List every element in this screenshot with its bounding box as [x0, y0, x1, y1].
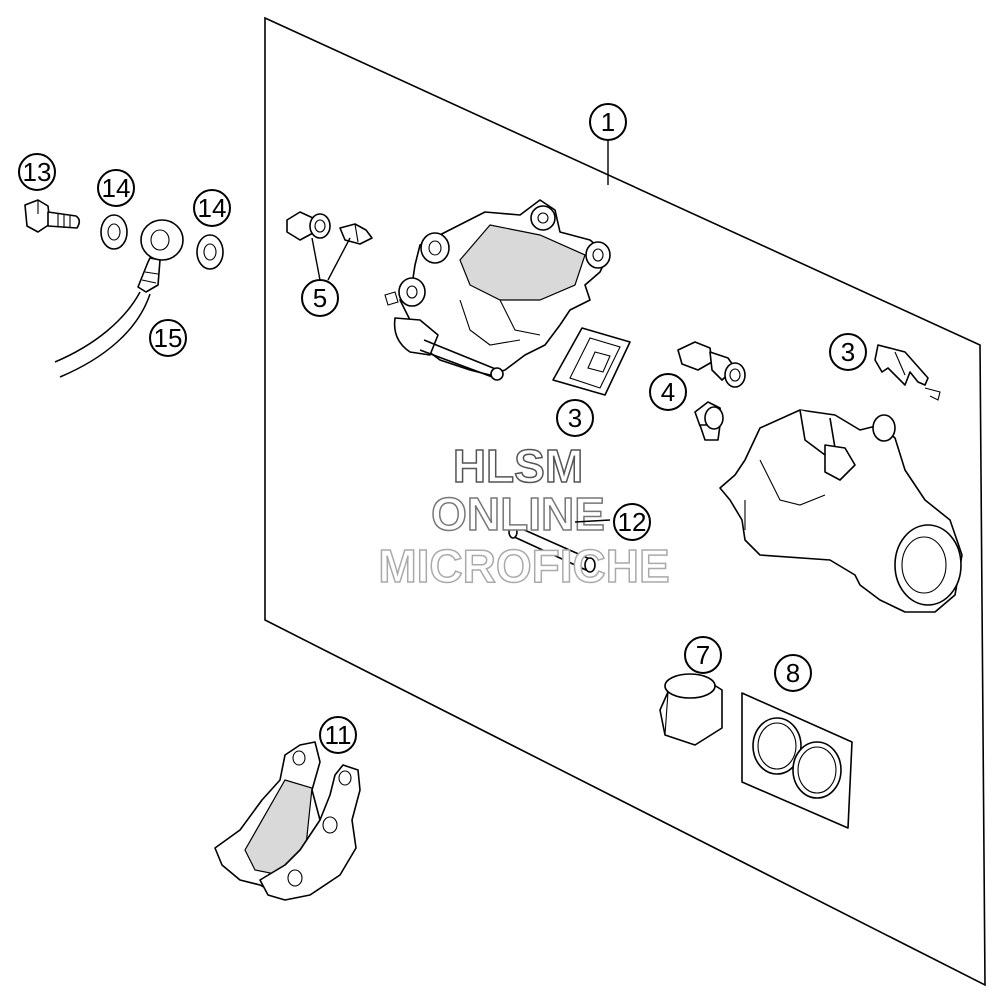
brake-caliper-body-part[interactable] [384, 199, 611, 381]
brake-pads-part[interactable] [214, 741, 361, 901]
assembly-panel [264, 16, 986, 987]
callout-5[interactable]: 5 [301, 279, 339, 317]
caliper-support-bracket-part[interactable] [719, 409, 963, 613]
callout-12[interactable]: 12 [613, 503, 651, 541]
pad-spring-part-center[interactable] [552, 327, 631, 396]
washer-part-left[interactable] [100, 214, 128, 250]
banjo-bolt-part[interactable] [24, 199, 81, 233]
callout-label-3-center: 3 [568, 403, 582, 433]
callout-13[interactable]: 13 [18, 153, 56, 191]
callout-label-15: 15 [154, 323, 183, 353]
callout-label-4: 4 [661, 377, 675, 407]
watermark: HLSM ONLINE MICROFICHE [378, 439, 671, 593]
callout-label-5: 5 [313, 283, 327, 313]
callout-14-right[interactable]: 14 [193, 189, 231, 227]
callout-7[interactable]: 7 [684, 636, 722, 674]
callout-4[interactable]: 4 [649, 373, 687, 411]
caliper-piston-part[interactable] [659, 673, 723, 746]
callout-1[interactable]: 1 [589, 103, 627, 141]
leader-lines [311, 140, 611, 523]
pad-pin-part[interactable] [508, 525, 596, 573]
callout-label-13: 13 [23, 157, 52, 187]
guide-pin-part[interactable] [677, 341, 746, 441]
callout-15[interactable]: 15 [149, 319, 187, 357]
callout-8[interactable]: 8 [774, 654, 812, 692]
callout-label-3-right: 3 [841, 337, 855, 367]
callout-label-8: 8 [786, 658, 800, 688]
callout-label-12: 12 [618, 507, 647, 537]
pad-spring-part-right[interactable] [874, 344, 941, 401]
callout-label-11: 11 [325, 720, 352, 750]
callout-label-7: 7 [696, 640, 710, 670]
callout-label-14-right: 14 [198, 193, 227, 223]
callout-14-left[interactable]: 14 [97, 169, 135, 207]
callout-3-center[interactable]: 3 [556, 399, 594, 437]
callout-label-1: 1 [601, 107, 615, 137]
seal-kit-part[interactable] [741, 692, 853, 829]
washer-part-right[interactable] [196, 234, 224, 270]
callout-11[interactable]: 11 [319, 716, 357, 754]
watermark-line-1: HLSM [453, 440, 583, 492]
bleeder-screw-part[interactable] [286, 211, 373, 245]
watermark-line-2: ONLINE [431, 488, 605, 540]
brake-hose-part[interactable] [54, 219, 184, 378]
callout-label-14-left: 14 [102, 173, 131, 203]
callout-3-right[interactable]: 3 [829, 333, 867, 371]
watermark-line-3: MICROFICHE [378, 540, 669, 592]
